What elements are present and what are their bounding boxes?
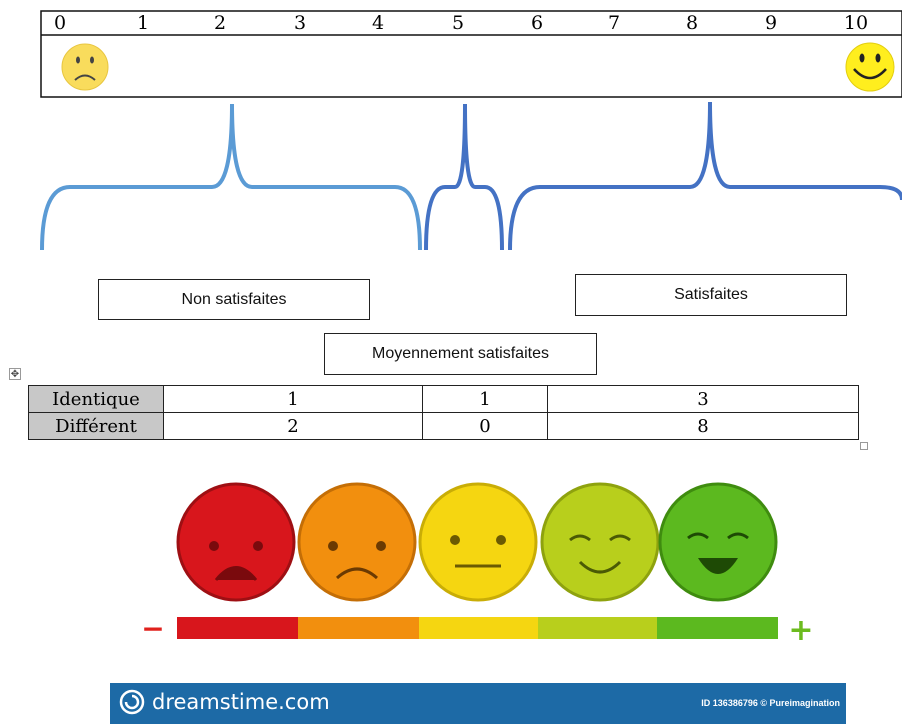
row-header-different: Différent [28, 412, 164, 440]
watermark-image-id: ID 136386796 © Pureimagination [701, 698, 840, 708]
table-cell: 3 [547, 385, 859, 413]
tick-label-10: 10 [844, 12, 868, 34]
tick-label-8: 8 [686, 12, 698, 34]
happy-face-icon [658, 482, 778, 602]
row-header-identique: Identique [28, 385, 164, 413]
category-label-satisfaites: Satisfaites [674, 286, 748, 303]
table-row: Identique 1 1 3 [28, 385, 859, 413]
watermark-bar [110, 683, 846, 724]
watermark-site-name: dreamstime.com [152, 690, 330, 714]
table-move-handle-icon[interactable]: ✥ [9, 368, 21, 380]
tick-label-0: 0 [54, 12, 66, 34]
table-cell: 8 [547, 412, 859, 440]
tick-label-7: 7 [608, 12, 620, 34]
table-cell: 0 [422, 412, 548, 440]
tick-label-9: 9 [765, 12, 777, 34]
table-cell: 1 [422, 385, 548, 413]
tick-label-5: 5 [452, 12, 464, 34]
table-resize-handle[interactable] [860, 442, 868, 450]
neutral-face-icon [418, 482, 538, 602]
plus-sign: + [788, 613, 813, 648]
happy-smiley-icon [845, 42, 895, 92]
table-cell: 2 [163, 412, 423, 440]
tick-label-1: 1 [137, 12, 149, 34]
sad-face-icon [297, 482, 417, 602]
category-box-moyennement-satisfaites: Moyennement satisfaites [324, 333, 597, 375]
bracket-moyennement-satisfaites [424, 103, 504, 251]
category-box-non-satisfaites: Non satisfaites [98, 279, 370, 320]
tick-label-2: 2 [214, 12, 226, 34]
scale-frame [40, 10, 902, 98]
grouping-brackets [40, 101, 902, 251]
table-row: Différent 2 0 8 [28, 412, 859, 440]
dreamstime-logo-icon [119, 689, 145, 715]
results-table: Identique 1 1 3 Différent 2 0 8 [28, 385, 859, 440]
tick-label-4: 4 [372, 12, 384, 34]
color-gradient-bar [177, 617, 778, 639]
smiling-face-icon [540, 482, 660, 602]
satisfaction-scale: 0 1 2 3 4 5 6 7 8 9 10 [40, 10, 902, 98]
sad-smiley-icon [61, 43, 109, 91]
minus-sign: − [141, 612, 164, 645]
category-label-non-satisfaites: Non satisfaites [181, 290, 287, 308]
very-sad-face-icon [176, 482, 296, 602]
bracket-non-satisfaites [40, 103, 422, 251]
bracket-satisfaites [508, 101, 902, 251]
category-label-moyennement-satisfaites: Moyennement satisfaites [372, 345, 549, 362]
tick-label-6: 6 [531, 12, 543, 34]
table-cell: 1 [163, 385, 423, 413]
tick-label-3: 3 [294, 12, 306, 34]
category-box-satisfaites: Satisfaites [575, 274, 847, 316]
